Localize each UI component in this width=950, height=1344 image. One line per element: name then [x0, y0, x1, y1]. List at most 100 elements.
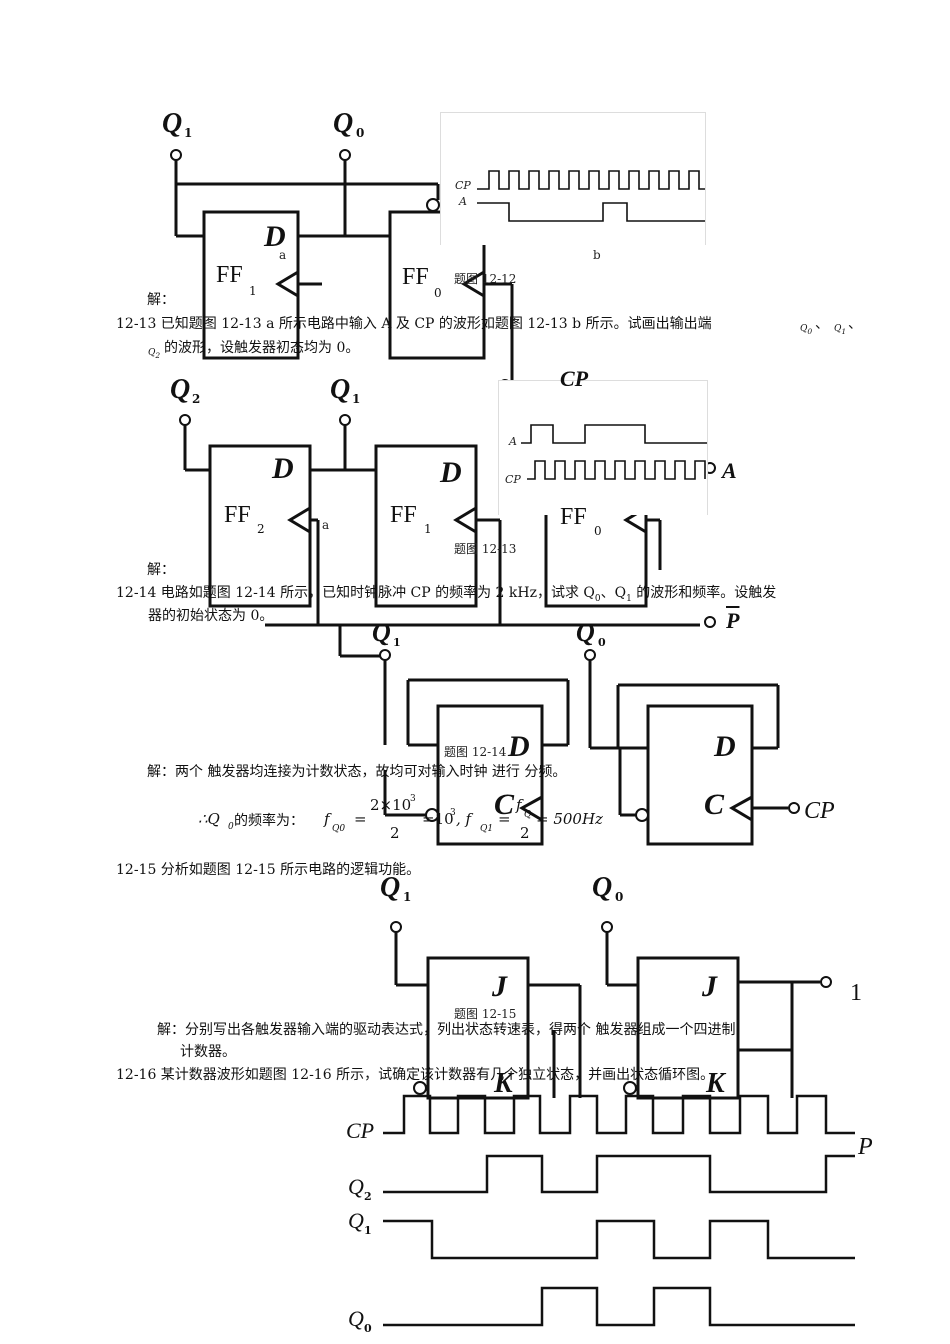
problem-1214-line1: 12-14 电路如题图 12-14 所示，已知时钟脉冲 CP 的频率为 2 kH…: [116, 583, 776, 609]
fig1216-q0-label: Q: [348, 1306, 364, 1331]
wave-label-cp: CP: [455, 179, 471, 192]
fig1215-k0-label: K: [706, 1068, 725, 1099]
problem-1214-line2: 器的初始状态为 0。: [148, 608, 274, 624]
wave-label-cp2: CP: [505, 473, 521, 486]
fig1212-q0-sub: 0: [356, 126, 365, 140]
formula-therefore: ∴Q: [198, 810, 220, 828]
fig1212-d1-label: D: [264, 220, 286, 253]
fig1216-waveforms: [383, 1094, 855, 1327]
fig1213-ff1-label: FF: [390, 502, 417, 528]
fig1213-q2-sub: 2: [192, 392, 201, 406]
fig1212-wave-inset: CP A: [440, 112, 706, 245]
formula-frac-num: f: [516, 796, 522, 814]
fig1214-caption: 题图 12-14: [444, 745, 507, 759]
fig1214-q1-label: Q: [372, 618, 391, 647]
fig1213-ff2-sub: 2: [257, 522, 265, 536]
solution-1215-line1: 解：分别写出各触发器输入端的驱动表达式，列出状态转速表，得两个 触发器组成一个四…: [157, 1022, 736, 1038]
fig1214-d0-label: D: [714, 730, 736, 763]
fig1215-circuit: [390, 921, 832, 1100]
fig1213-d1-label: D: [440, 456, 462, 489]
fig1215-j1-label: J: [492, 970, 507, 1003]
problem-1213-line2: 的波形，设触发器初态均为 0。: [164, 340, 360, 356]
wave-label-a2: A: [509, 435, 517, 448]
fig1213-ff0-label: FF: [560, 504, 587, 530]
cp-wave: [383, 1094, 855, 1135]
wave-label-a: A: [459, 195, 467, 208]
fig1212-caption: 题图 12-12: [454, 272, 517, 286]
formula-eq2: =: [498, 810, 511, 828]
fig1215-j0-label: J: [702, 970, 717, 1003]
fig1213-cp-partial: CP: [560, 366, 589, 391]
fig1213-ff0-sub: 0: [594, 524, 602, 538]
fig1216-q0-sub: 0: [364, 1322, 372, 1335]
formula-sub0: 0: [228, 822, 234, 832]
formula-frac-sub: Q: [524, 810, 532, 820]
fig1214-q0-sub: 0: [598, 636, 606, 649]
formula-frac-den: 2: [520, 824, 530, 842]
fig1212-ff1-sub: 1: [249, 284, 257, 298]
fig1212-label-a: a: [279, 248, 287, 262]
problem-1213-sep2: 、: [848, 316, 862, 332]
fig1216-p-label: P: [858, 1134, 873, 1160]
problem-1216: 12-16 某计数器波形如题图 12-16 所示，试确定该计数器有几个独立状态，…: [116, 1067, 715, 1083]
fig1214-c0-label: C: [704, 788, 725, 821]
formula-res-exp: 3: [450, 808, 456, 818]
solution-1212: 解：: [147, 292, 175, 308]
formula-f: f: [324, 810, 330, 828]
p1214-sub1: 1: [626, 593, 632, 604]
fig1213-q1-label: Q: [330, 374, 351, 405]
fig1213-q1-sub: 1: [352, 392, 361, 406]
formula-num-exp: 3: [410, 794, 416, 804]
fig1215-q0-sub: 0: [615, 890, 624, 904]
fig1212-ff1-label: FF: [216, 262, 243, 288]
problem-1215: 12-15 分析如题图 12-15 所示电路的逻辑功能。: [116, 862, 421, 878]
fig1212-q0-label: Q: [333, 108, 354, 139]
fig1213-wave-svg: [521, 424, 707, 480]
fig1216-q1-label: Q: [348, 1208, 364, 1233]
fig1213-caption: 题图 12-13: [454, 542, 517, 556]
p1214-text-a: 12-14 电路如题图 12-14 所示，已知时钟脉冲 CP 的频率为 2 kH…: [116, 585, 595, 601]
fig1216-q2-label: Q: [348, 1174, 364, 1199]
fig1215-caption: 题图 12-15: [454, 1007, 517, 1021]
fig1212-wave-svg: [477, 170, 705, 222]
fig1212-circuit: [170, 149, 514, 380]
fig1214-q0-label: Q: [576, 618, 595, 647]
q1-wave: [383, 1219, 855, 1260]
fig1212-q1-sub: 1: [184, 126, 193, 140]
formula-eq: =: [354, 810, 367, 828]
fig1215-q1-sub: 1: [403, 890, 412, 904]
fig1215-q1-label: Q: [380, 872, 401, 903]
formula-result: = 500Hz: [536, 810, 603, 828]
solution-1215-line2: 计数器。: [180, 1044, 236, 1060]
fig1216-q2-sub: 2: [364, 1190, 372, 1203]
solution-1213: 解：: [147, 562, 175, 578]
fig1216-cp-label: CP: [346, 1118, 375, 1143]
fig1213-ff2-label: FF: [224, 502, 251, 528]
p1213-q2-sub: Q2: [148, 348, 161, 360]
fig1215-k1-label: K: [494, 1068, 513, 1099]
fig1216-q1-sub: 1: [364, 1224, 372, 1237]
fig1213-ff1-sub: 1: [424, 522, 432, 536]
p1213-q0-sub: Q0: [800, 324, 813, 336]
q2-wave: [383, 1154, 855, 1194]
p1214-text-c: 的波形和频率。设触发: [631, 585, 777, 601]
fig1213-p-label: P: [726, 608, 740, 633]
fig1213-wave-inset: A CP: [498, 380, 708, 515]
fig1214-circuit: [338, 625, 800, 846]
solution-1214-formula: ∴Q 0 的频率为： f Q0 = 2×10 3 2 =10 3 , f Q1 …: [198, 794, 638, 846]
fig1213-d2-label: D: [272, 452, 294, 485]
formula-mid: 的频率为：: [234, 813, 304, 829]
fig1212-q1-label: Q: [162, 108, 183, 139]
problem-1213-sep1: 、: [815, 316, 829, 332]
formula-den: 2: [390, 824, 400, 842]
solution-1214-line: 解：两个 触发器均连接为计数状态，故均可对输入时钟 进行 分频。: [147, 764, 567, 780]
p1214-sub0: 0: [594, 593, 601, 604]
fig1212-label-b: b: [593, 248, 601, 262]
fig1214-q1-sub: 1: [393, 636, 401, 649]
q0-wave: [383, 1286, 855, 1327]
fig1214-d1-label: D: [508, 730, 530, 763]
formula-num: 2×10: [370, 796, 412, 814]
fig1214-cp-label: CP: [804, 798, 835, 824]
fig1212-ff0-label: FF: [402, 264, 429, 290]
